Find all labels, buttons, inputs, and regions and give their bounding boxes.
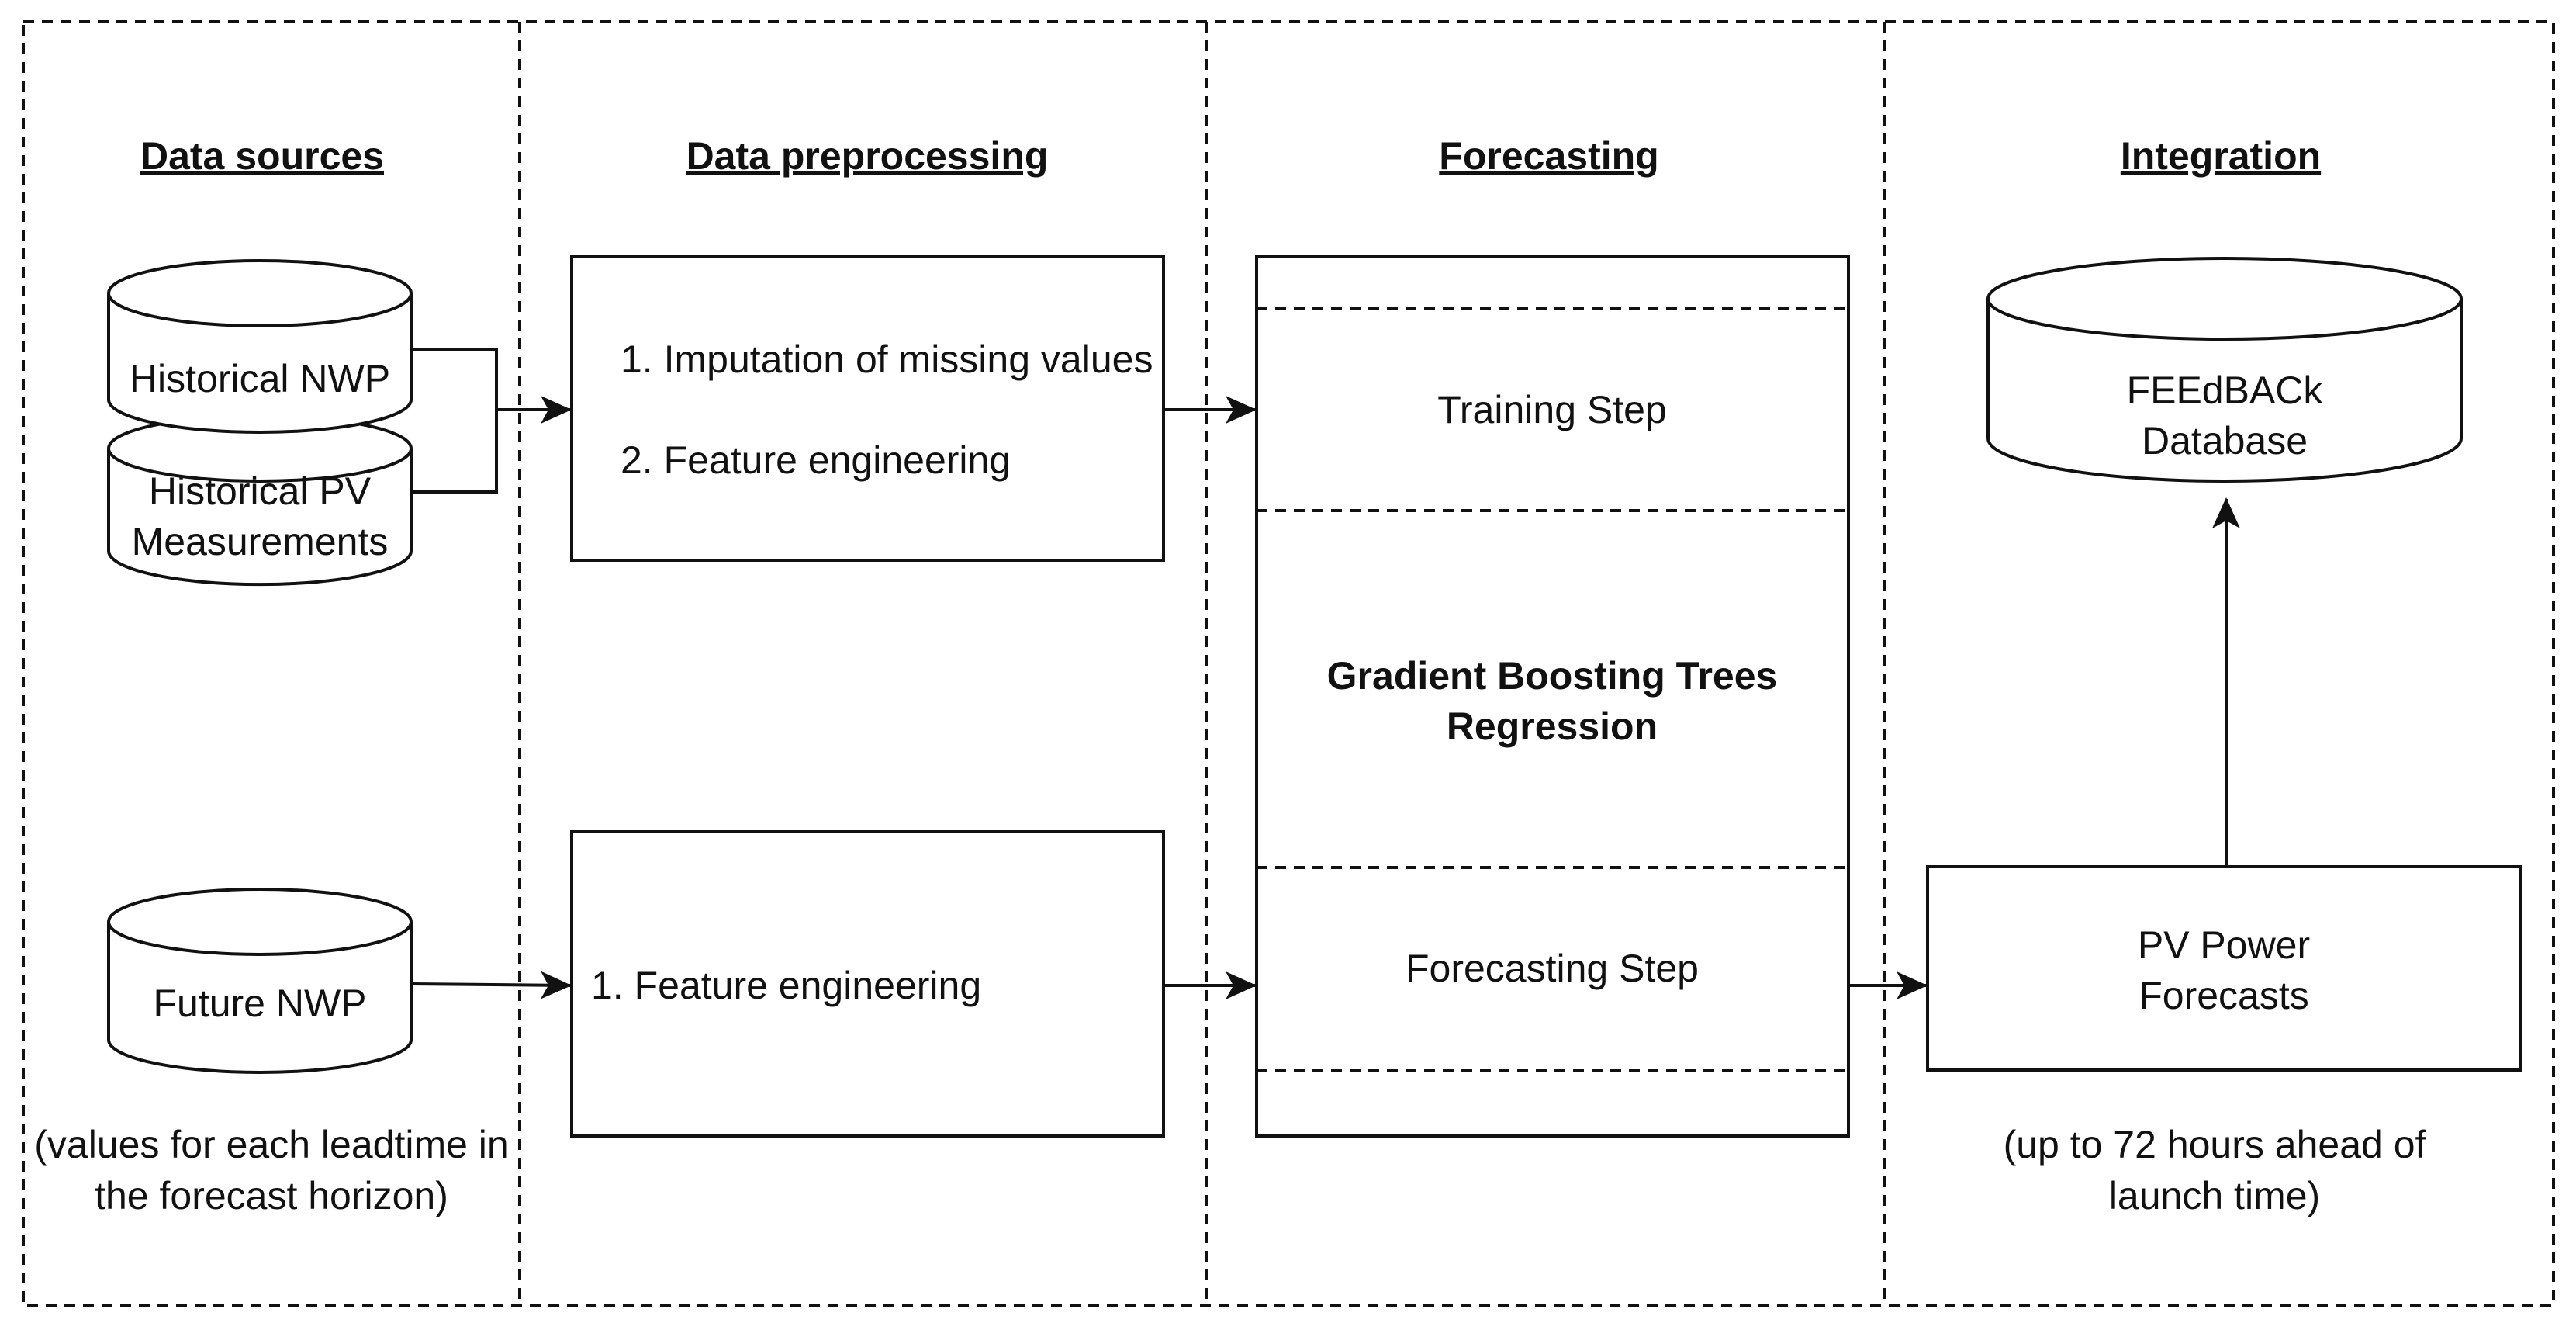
arrow-future-nwp-to-preprocessing [410,971,572,999]
model-name-line2: Regression [1447,705,1658,748]
column-frame [22,20,2555,1307]
historical-pv-label-line2: Measurements [132,520,389,563]
heading-forecasting: Forecasting [1439,134,1658,178]
model-name-line1: Gradient Boosting Trees [1327,654,1778,698]
heading-data-sources: Data sources [140,134,384,178]
data-sources-note-line2: the forecast horizon) [95,1174,448,1217]
historical-sources-connector [411,348,498,494]
future-nwp-label: Future NWP [153,982,366,1025]
historical-nwp-label: Historical NWP [130,357,390,400]
heading-integration: Integration [2121,134,2321,178]
outer-border [22,20,2555,1307]
pv-forecasts-label-line1: PV Power [2138,923,2310,967]
pv-forecasts-label-line2: Forecasts [2139,974,2309,1017]
preprocessing-box-training: 1. Imputation of missing values 2. Featu… [570,255,1165,562]
forecasting-step-label: Forecasting Step [1406,947,1699,990]
historical-nwp-database: Historical NWP [107,259,413,434]
historical-pv-database: Historical PV Measurements [107,414,413,587]
forecasting-model-box: Training Step Gradient Boosting Trees Re… [1255,255,1850,1138]
training-step-label: Training Step [1437,388,1667,431]
feedback-database: FEEdBACk Database [1986,257,2463,483]
integration-note-line1: (up to 72 hours ahead of [2004,1123,2426,1166]
historical-pv-label-line1: Historical PV [149,469,372,513]
preprocessing-step-imputation: 1. Imputation of missing values [621,338,1153,381]
preprocessing-box-forecast: 1. Feature engineering [570,830,1165,1138]
database-label-line2: Database [2142,419,2308,462]
heading-data-preprocessing: Data preprocessing [686,134,1049,178]
data-sources-note-line1: (values for each leadtime in [34,1123,508,1166]
pv-power-forecasts-box: PV Power Forecasts [1926,865,2522,1072]
future-nwp-database: Future NWP [107,888,413,1074]
integration-note-line2: launch time) [2109,1174,2320,1217]
preprocessing-step-feature-engineering-future: 1. Feature engineering [591,964,981,1007]
database-label-line1: FEEdBACk [2127,369,2324,412]
preprocessing-step-feature-engineering: 2. Feature engineering [621,438,1011,482]
